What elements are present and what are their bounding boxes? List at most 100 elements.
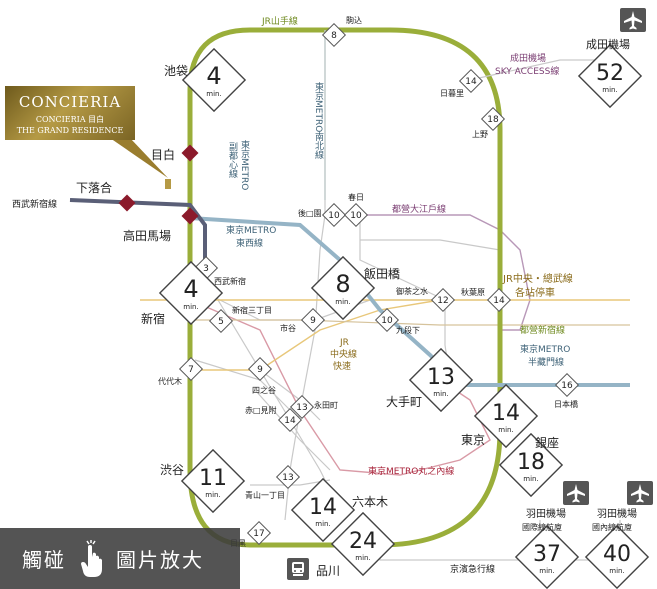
keikyu-line xyxy=(379,545,620,561)
marker-shimo-ochiai[interactable] xyxy=(118,194,136,212)
min-iidabashi: min. xyxy=(335,298,350,306)
home-station-markers: 目白 下落合 高田馬場 xyxy=(76,144,199,243)
label-tozai-metro: 東京METRO xyxy=(226,224,276,236)
diamond-ikebukuro[interactable]: 4 min. xyxy=(181,47,247,113)
min-shinagawa: min. xyxy=(355,554,370,562)
diamond-iidabashi[interactable]: 8 min. xyxy=(310,255,376,321)
marker-seibu-shinjuku-time: 3 xyxy=(203,264,209,274)
marker-aoyama-itchome[interactable]: 13 xyxy=(275,464,301,490)
label-chuo-rapid-type: 快速 xyxy=(333,360,351,372)
concieria-tagline: THE GRAND RESIDENCE xyxy=(16,126,124,135)
marker-komagome-time: 8 xyxy=(331,31,337,41)
marker-yoyogi[interactable]: 7 xyxy=(178,356,204,382)
label-toei-shinjuku: 都營新宿線 xyxy=(520,324,565,336)
diamond-shibuya[interactable]: 11 min. xyxy=(180,448,246,514)
time-roppongi: 14 xyxy=(309,495,337,520)
concieria-callout-pointer xyxy=(110,138,168,178)
concieria-subtitle: CONCIERIA 目白 xyxy=(35,115,105,124)
concieria-title: CONCIERIA xyxy=(18,93,122,111)
marker-meguro[interactable]: 17 xyxy=(246,520,272,546)
label-sky-access-name: SKY ACCESS線 xyxy=(495,65,559,77)
marker-shinjuku-sanchome[interactable]: 5 xyxy=(208,308,234,334)
station-akihabara: 秋葉原 xyxy=(461,287,485,297)
station-yotsuya: 四之谷 xyxy=(252,385,276,395)
time-tokyo: 14 xyxy=(492,401,520,426)
marker-akasaka-mitsuke-time: 14 xyxy=(284,416,296,426)
diamond-haneda-intl[interactable]: 37 min. xyxy=(514,524,580,589)
label-jr-chuo-rapid: JR 中央線 快速 xyxy=(330,338,357,372)
diamond-roppongi[interactable]: 14 min. xyxy=(290,477,356,543)
marker-akihabara[interactable]: 14 xyxy=(486,287,512,313)
destination-narita: 成田機場 xyxy=(586,37,630,51)
marker-ueno[interactable]: 18 xyxy=(480,106,506,132)
time-shibuya: 11 xyxy=(199,466,227,491)
station-kasuga: 春日 xyxy=(348,192,364,202)
label-metro-namboku-text: 東京METRO南北線 xyxy=(313,81,324,159)
time-haneda-intl: 37 xyxy=(533,542,561,567)
diamond-narita[interactable]: 52 min. xyxy=(577,43,643,109)
time-ginza: 18 xyxy=(517,450,545,475)
diamond-shinagawa[interactable]: 24 min. xyxy=(330,511,396,577)
marker-nagatacho[interactable]: 13 xyxy=(289,394,315,420)
diamond-ginza[interactable]: 18 min. xyxy=(498,432,564,498)
station-shimo-ochiai: 下落合 xyxy=(76,180,112,195)
marker-yotsuya[interactable]: 9 xyxy=(247,356,273,382)
label-toei-oedo: 都營大江戶線 xyxy=(392,203,446,215)
label-sky-access-airport: 成田機場 xyxy=(510,52,546,64)
marker-komagome[interactable]: 8 xyxy=(321,22,347,48)
marker-nihombashi[interactable]: 16 xyxy=(554,372,580,398)
station-tokyo: 東京 xyxy=(461,433,485,447)
concieria-site-marker[interactable] xyxy=(165,179,171,189)
label-chuo-rapid-name: 中央線 xyxy=(330,348,357,360)
marker-kasuga-time: 10 xyxy=(350,211,362,221)
station-mejiro: 目白 xyxy=(151,147,175,162)
station-kudanshita: 九段下 xyxy=(396,325,420,335)
marker-nippori[interactable]: 14 xyxy=(458,68,484,94)
marker-meguro-time: 17 xyxy=(253,529,264,539)
station-ginza: 銀座 xyxy=(535,435,559,450)
min-haneda-intl: min. xyxy=(539,567,554,575)
time-shinjuku: 4 xyxy=(183,275,198,303)
narita-route-line xyxy=(469,59,600,81)
marker-akasaka-mitsuke[interactable]: 14 xyxy=(277,407,303,433)
marker-nagatacho-time: 13 xyxy=(296,403,307,413)
station-shibuya: 渋谷 xyxy=(160,463,184,477)
time-iidabashi: 8 xyxy=(335,270,350,298)
label-narita-sky-access: 成田機場 SKY ACCESS線 xyxy=(495,52,559,77)
marker-yotsuya-time: 9 xyxy=(257,365,263,375)
jr-chuo-rapid-line xyxy=(190,299,441,371)
concieria-brand-box: CONCIERIA CONCIERIA 目白 THE GRAND RESIDEN… xyxy=(5,86,135,140)
marker-shinjuku-sanchome-time: 5 xyxy=(218,317,224,327)
time-otemachi: 13 xyxy=(427,365,455,390)
station-akasaka-mitsuke: 赤□見附 xyxy=(245,405,277,415)
diamond-otemachi[interactable]: 13 min. xyxy=(408,347,474,413)
destination-haneda-intl: 羽田機場 xyxy=(526,507,566,520)
min-shinjuku: min. xyxy=(183,303,198,311)
touch-zoom-button[interactable]: 觸碰 圖片放大 xyxy=(0,528,240,589)
airplane-icon xyxy=(620,8,646,32)
marker-ochanomizu[interactable]: 12 xyxy=(430,287,456,313)
marker-ochanomizu-time: 12 xyxy=(437,296,448,306)
marker-takadanobaba[interactable] xyxy=(181,207,199,225)
toei-oedo-line xyxy=(360,214,531,331)
station-gokokuji: 後□園 xyxy=(298,208,322,218)
station-shinagawa: 品川 xyxy=(316,564,340,578)
label-hanzomon-name: 半藏門線 xyxy=(528,356,564,368)
marker-mejiro[interactable] xyxy=(181,144,199,162)
station-ikebukuro: 池袋 xyxy=(164,64,188,78)
marker-kudanshita[interactable]: 10 xyxy=(374,307,400,333)
diamond-haneda-dom[interactable]: 40 min. xyxy=(584,524,650,589)
toei-shinjuku-line xyxy=(195,319,630,326)
marker-gokokuji[interactable]: 10 xyxy=(321,202,347,228)
station-seibu-shinjuku: 西武新宿 xyxy=(214,276,246,286)
diamond-tokyo[interactable]: 14 min. xyxy=(473,383,539,449)
marker-ichigaya[interactable]: 9 xyxy=(300,307,326,333)
marker-kasuga[interactable]: 10 xyxy=(343,202,369,228)
zoom-label-right: 圖片放大 xyxy=(116,548,204,572)
label-metro-fukutoshin: 副都心線 東京METRO xyxy=(227,139,250,190)
airplane-icon xyxy=(627,481,653,505)
diamond-shinjuku[interactable]: 4 min. xyxy=(158,260,224,326)
marker-ueno-time: 18 xyxy=(487,115,499,125)
station-nihombashi: 日本橋 xyxy=(554,399,578,409)
